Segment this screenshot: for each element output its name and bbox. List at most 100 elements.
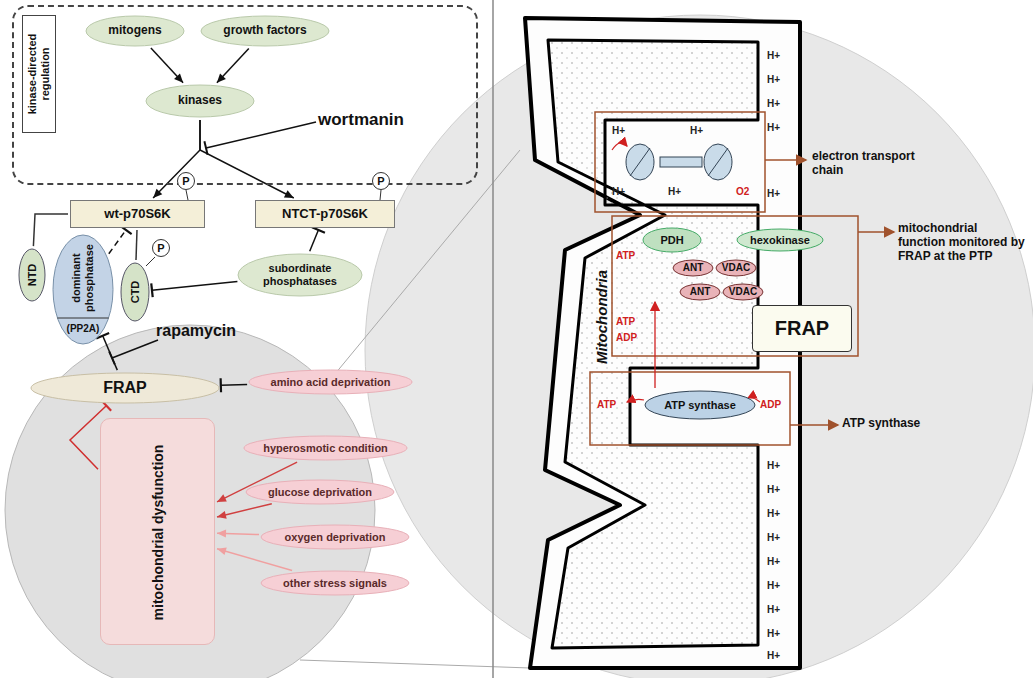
connector xyxy=(151,48,183,83)
arrow-head xyxy=(284,190,294,198)
connector-line xyxy=(221,384,247,386)
node-text: FRAP xyxy=(103,379,147,397)
zoom-line xyxy=(300,660,530,668)
inner-membrane xyxy=(548,40,758,648)
text-part: NTD xyxy=(18,248,46,302)
node-shape xyxy=(53,235,113,344)
node-shape xyxy=(716,260,756,276)
text-area: other stress signals xyxy=(275,572,395,594)
node-shape xyxy=(673,260,713,276)
node-text: (PP2A) xyxy=(67,323,100,335)
inhibit-bar xyxy=(312,227,325,232)
stress-ellipse: glucose deprivation xyxy=(245,479,395,505)
node-text: glucose deprivation xyxy=(268,486,372,499)
callout-box xyxy=(612,216,858,356)
text-area: growth factors xyxy=(213,18,317,45)
zoom-circle xyxy=(365,15,1033,678)
node-shape xyxy=(146,85,254,117)
connector-line xyxy=(109,230,126,254)
arrow-head xyxy=(174,74,183,83)
node-text: NTCT-p70S6K xyxy=(282,207,368,222)
connector xyxy=(33,214,68,246)
node-shape xyxy=(261,571,409,595)
node-shape xyxy=(643,228,701,252)
phospho-mark: P xyxy=(177,172,195,190)
connector xyxy=(200,120,294,198)
connector-line xyxy=(200,120,294,198)
arrow-head xyxy=(217,530,226,538)
phospho-link xyxy=(380,190,381,200)
etc-carrier xyxy=(660,157,702,167)
inhibitor-line xyxy=(206,122,316,148)
enzyme-ellipse: PDH xyxy=(642,227,702,253)
dysfunction-box: mitochondrial dysfunction xyxy=(100,418,215,645)
proton-label: H+ xyxy=(612,125,625,137)
node-shape xyxy=(121,263,149,321)
node-shape xyxy=(680,284,720,300)
frap-box: FRAP xyxy=(752,305,852,352)
node-text: dominant phosphatase xyxy=(70,240,95,316)
connector xyxy=(109,226,132,254)
text-part: dominant phosphatase xyxy=(54,240,112,316)
connector xyxy=(217,49,249,83)
callout-arrow xyxy=(790,424,838,426)
node-text: VDAC xyxy=(729,286,757,298)
callout-box xyxy=(590,372,790,445)
connector-line xyxy=(33,214,68,246)
text-part: kinase-directed regulation xyxy=(22,15,56,133)
phospho-link xyxy=(186,190,188,200)
protein-box: wt-p70S6K xyxy=(70,200,205,228)
node-shape xyxy=(31,373,219,403)
text-area: VDAC xyxy=(726,284,760,299)
node-shape xyxy=(238,254,362,296)
callout-label: ATP synthase xyxy=(842,417,962,431)
channel-ellipse: ANT xyxy=(672,259,714,277)
atp-arrow xyxy=(627,399,644,402)
proton-label: H+ xyxy=(767,50,780,62)
divider-line xyxy=(57,318,108,319)
node-text: NTD xyxy=(26,264,39,287)
connector-line xyxy=(103,336,118,370)
callout-arrow xyxy=(858,231,894,233)
arrow-head xyxy=(217,494,227,502)
callout-label: mitochondrial function monitored by FRAP… xyxy=(898,222,1026,263)
node-shape xyxy=(86,16,184,46)
text-area: glucose deprivation xyxy=(260,481,380,503)
node-text: hexokinase xyxy=(750,234,810,247)
node-text: hyperosmotic condition xyxy=(263,442,388,455)
node-text: ANT xyxy=(683,262,704,274)
connector xyxy=(217,530,259,538)
protein-box: NTCT-p70S6K xyxy=(255,200,395,228)
callout-arrow xyxy=(765,159,806,161)
connector xyxy=(310,227,325,251)
connector xyxy=(153,120,200,198)
node-text: mitochondrial dysfunction xyxy=(150,445,166,621)
connector xyxy=(217,547,292,570)
node-shape xyxy=(19,249,45,301)
molecule-label: O2 xyxy=(736,186,749,198)
text-part: CTD xyxy=(120,262,150,322)
connector xyxy=(221,378,247,392)
node-shape xyxy=(244,436,407,460)
phospho-mark: P xyxy=(372,172,390,190)
inhibitor-label: rapamycin xyxy=(156,322,236,340)
signal-ellipse: growth factors xyxy=(200,15,330,47)
proton-label: H+ xyxy=(767,460,780,472)
panel-divider xyxy=(492,0,494,678)
domain-ellipse: CTD xyxy=(120,262,150,322)
text-part: mitochondrial dysfunction xyxy=(101,419,216,646)
node-shape xyxy=(737,229,823,251)
electron-arrow xyxy=(612,143,627,150)
proton-label: H+ xyxy=(767,580,780,592)
atp-export-arrow xyxy=(654,302,655,388)
signal-ellipse: mitogens xyxy=(85,15,185,47)
text-area: wt-p70S6K xyxy=(75,203,200,225)
text-part: (PP2A) xyxy=(56,320,110,338)
proton-label: H+ xyxy=(767,628,780,640)
text-area: NTCT-p70S6K xyxy=(260,203,390,225)
molecule-label: ADP xyxy=(616,332,637,344)
stress-ellipse: other stress signals xyxy=(260,570,410,596)
node-text: PDH xyxy=(660,234,683,247)
connector-line xyxy=(153,120,200,198)
phospho-link xyxy=(146,257,155,266)
